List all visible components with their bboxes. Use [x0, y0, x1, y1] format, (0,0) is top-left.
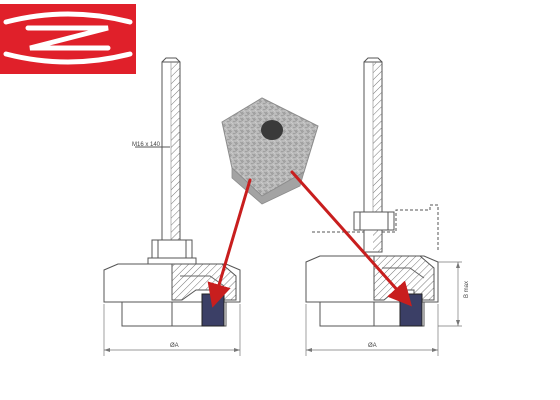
left-thread-label: M16 x 140	[132, 142, 161, 148]
left-bolt-tip	[161, 57, 181, 63]
logo-mark-icon	[3, 11, 133, 65]
brand-logo	[0, 4, 136, 74]
right-height-label: B max	[464, 281, 470, 298]
left-diameter-label: ØA	[170, 343, 179, 349]
right-mount-drawing	[305, 57, 462, 356]
right-pointer-arrow	[290, 170, 412, 307]
felt-center-hole	[261, 120, 283, 140]
pointer-arrows	[207, 170, 412, 308]
right-diameter-label: ØA	[368, 343, 377, 349]
right-machine-outline	[312, 204, 439, 250]
left-mount-drawing	[103, 57, 241, 356]
left-felt-pad	[201, 293, 225, 327]
left-pointer-arrow	[207, 178, 252, 308]
felt-pad-sample	[221, 97, 319, 205]
left-washer	[147, 257, 197, 265]
